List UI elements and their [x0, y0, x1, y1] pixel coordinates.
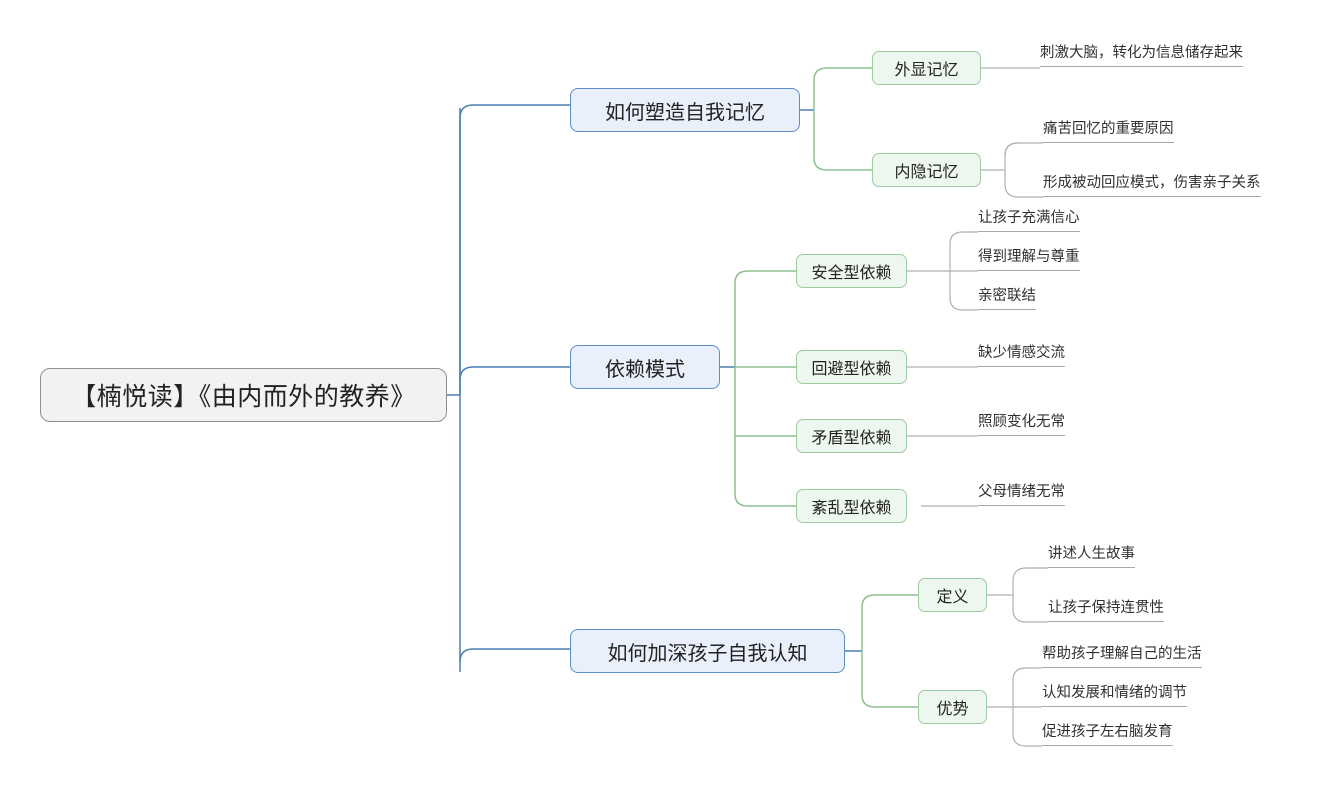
leaf-item[interactable]: 让孩子保持连贯性	[1048, 601, 1164, 622]
leaf-item[interactable]: 得到理解与尊重	[978, 250, 1080, 271]
subnode-disorganized-attachment[interactable]: 紊乱型依赖	[796, 489, 907, 523]
branch-node-label: 如何塑造自我记忆	[605, 101, 765, 124]
connector-leaves-neiyinjiyi	[981, 142, 1043, 198]
branch-node-how-to-shape-self-memory[interactable]: 如何塑造自我记忆	[570, 88, 800, 132]
branch-node-label: 如何加深孩子自我认知	[607, 642, 808, 665]
leaf-item[interactable]: 促进孩子左右脑发育	[1042, 725, 1173, 746]
subnode-implicit-memory[interactable]: 内隐记忆	[872, 153, 981, 187]
leaf-item[interactable]: 帮助孩子理解自己的生活	[1042, 647, 1202, 668]
leaf-item[interactable]: 刺激大脑，转化为信息储存起来	[1040, 46, 1243, 67]
subnode-advantages[interactable]: 优势	[918, 690, 987, 724]
subnode-definition[interactable]: 定义	[918, 578, 987, 612]
leaf-item[interactable]: 缺少情感交流	[978, 346, 1065, 367]
subnode-avoidant-attachment[interactable]: 回避型依赖	[796, 350, 907, 384]
subnode-label: 紊乱型依赖	[811, 500, 892, 517]
subnode-label: 优势	[936, 701, 969, 718]
connector-leaves-dingyi	[987, 567, 1048, 623]
leaf-item[interactable]: 认知发展和情绪的调节	[1042, 686, 1187, 707]
leaf-item[interactable]: 痛苦回忆的重要原因	[1043, 122, 1174, 143]
leaf-item[interactable]: 让孩子充满信心	[978, 211, 1080, 232]
root-node[interactable]: 【楠悦读】《由内而外的教养》	[40, 368, 447, 422]
connector-leaves-anquanxing	[907, 231, 978, 311]
subnode-label: 回避型依赖	[811, 361, 892, 378]
subnode-explicit-memory[interactable]: 外显记忆	[872, 51, 981, 85]
branch-node-deepen-child-self-awareness[interactable]: 如何加深孩子自我认知	[570, 629, 845, 673]
connector-root-spine	[447, 104, 570, 672]
root-node-label: 【楠悦读】《由内而外的教养》	[71, 383, 416, 411]
leaf-item[interactable]: 照顾变化无常	[978, 415, 1065, 436]
leaf-item[interactable]: 形成被动回应模式，伤害亲子关系	[1043, 176, 1261, 197]
branch-node-dependency-patterns[interactable]: 依赖模式	[570, 345, 720, 389]
subnode-ambivalent-attachment[interactable]: 矛盾型依赖	[796, 419, 907, 453]
subnode-label: 矛盾型依赖	[811, 430, 892, 447]
leaf-item[interactable]: 亲密联结	[978, 289, 1036, 310]
subnode-label: 定义	[936, 589, 969, 606]
connector-branch-2	[720, 270, 796, 507]
branch-node-label: 依赖模式	[605, 358, 685, 381]
connector-leaves-youshi	[987, 667, 1042, 747]
subnode-secure-attachment[interactable]: 安全型依赖	[796, 254, 907, 288]
subnode-label: 外显记忆	[894, 62, 959, 79]
connector-branch-3	[845, 594, 918, 708]
connector-branch-1	[800, 67, 872, 171]
leaf-item[interactable]: 讲述人生故事	[1048, 547, 1135, 568]
subnode-label: 内隐记忆	[894, 164, 959, 181]
leaf-item[interactable]: 父母情绪无常	[978, 485, 1065, 506]
subnode-label: 安全型依赖	[811, 265, 892, 282]
